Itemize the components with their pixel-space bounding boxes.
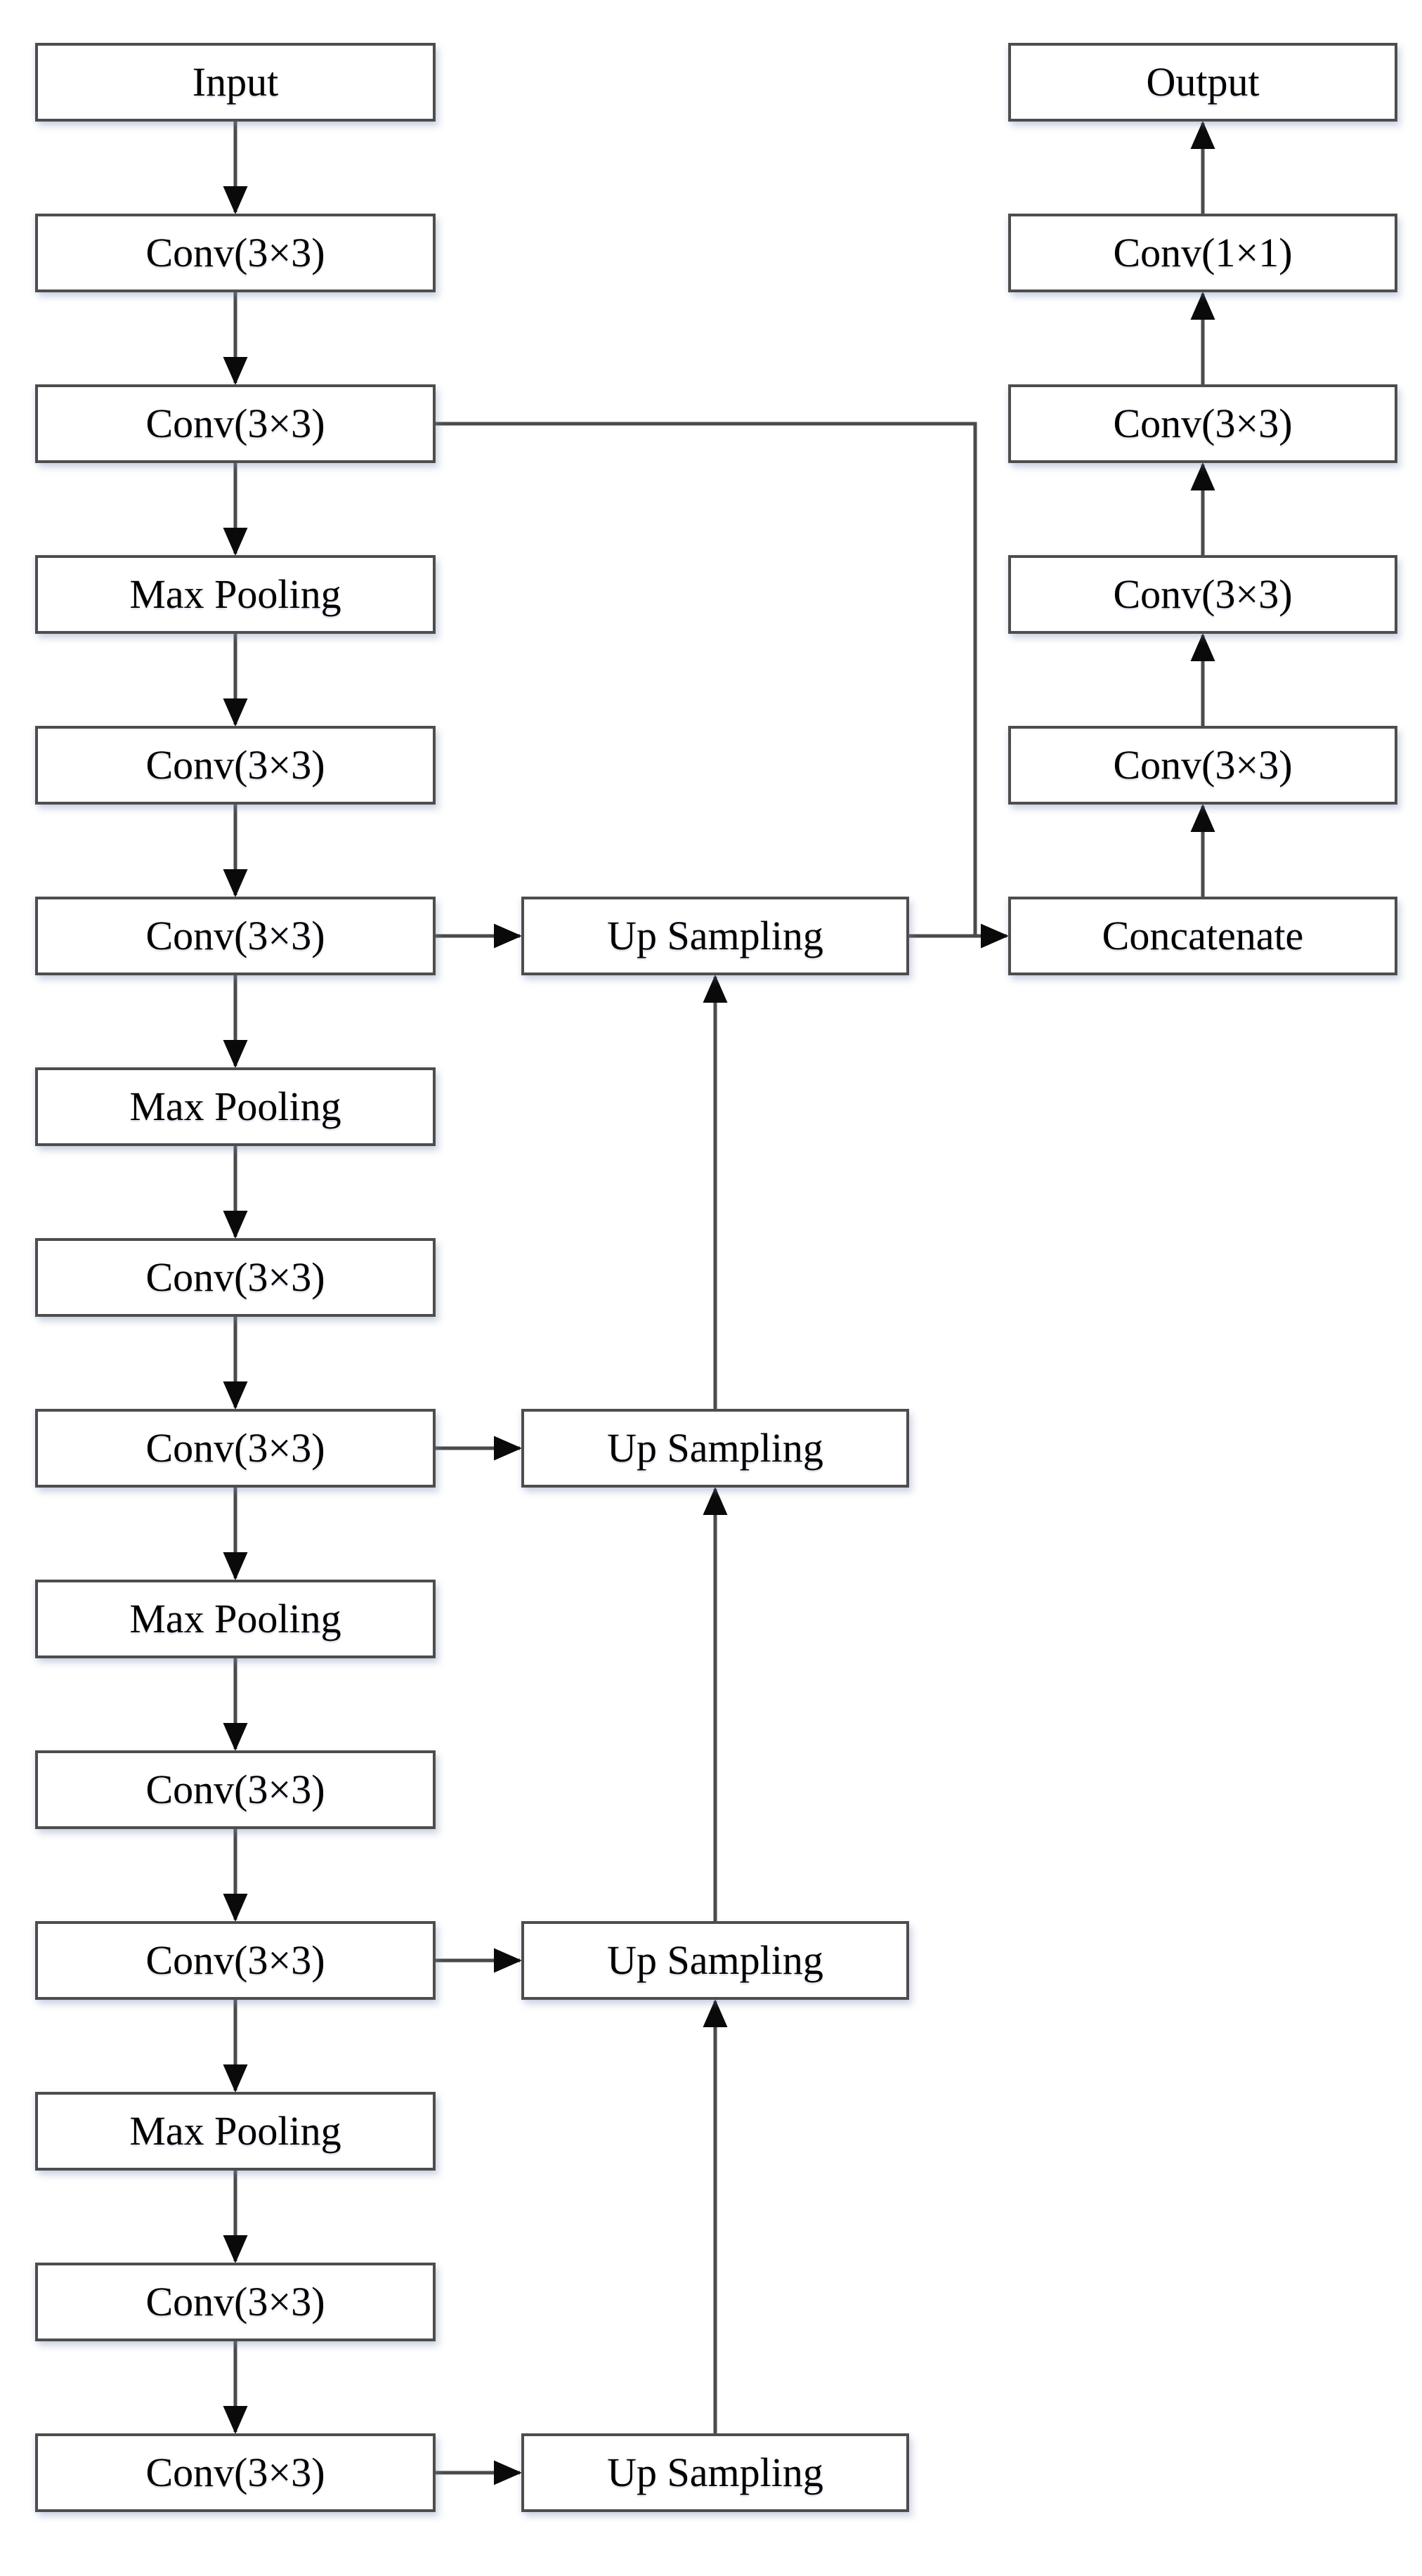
- node-l-pool2: Max Pooling: [35, 1067, 436, 1146]
- node-us3: Up Sampling: [521, 1921, 909, 2000]
- node-concat: Concatenate: [1008, 897, 1397, 975]
- node-l-conv4: Conv(3×3): [35, 897, 436, 975]
- node-r-conv3: Conv(3×3): [1008, 726, 1397, 805]
- node-l-conv3: Conv(3×3): [35, 726, 436, 805]
- node-l-conv8: Conv(3×3): [35, 1921, 436, 2000]
- node-l-conv5: Conv(3×3): [35, 1238, 436, 1317]
- node-l-conv10: Conv(3×3): [35, 2433, 436, 2512]
- node-us2: Up Sampling: [521, 1409, 909, 1488]
- node-r-conv11: Conv(1×1): [1008, 214, 1397, 292]
- node-r-conv1: Conv(3×3): [1008, 384, 1397, 463]
- node-l-pool3: Max Pooling: [35, 1580, 436, 1658]
- node-l-conv1: Conv(3×3): [35, 214, 436, 292]
- node-l-conv6: Conv(3×3): [35, 1409, 436, 1488]
- node-output: Output: [1008, 43, 1397, 122]
- node-l-pool4: Max Pooling: [35, 2092, 436, 2171]
- edge-l-conv2-concat: [436, 422, 977, 936]
- node-input: Input: [35, 43, 436, 122]
- node-l-conv2: Conv(3×3): [35, 384, 436, 463]
- node-l-pool1: Max Pooling: [35, 555, 436, 634]
- node-l-conv9: Conv(3×3): [35, 2263, 436, 2341]
- node-us1: Up Sampling: [521, 897, 909, 975]
- node-l-conv7: Conv(3×3): [35, 1750, 436, 1829]
- node-r-conv2: Conv(3×3): [1008, 555, 1397, 634]
- node-us4: Up Sampling: [521, 2433, 909, 2512]
